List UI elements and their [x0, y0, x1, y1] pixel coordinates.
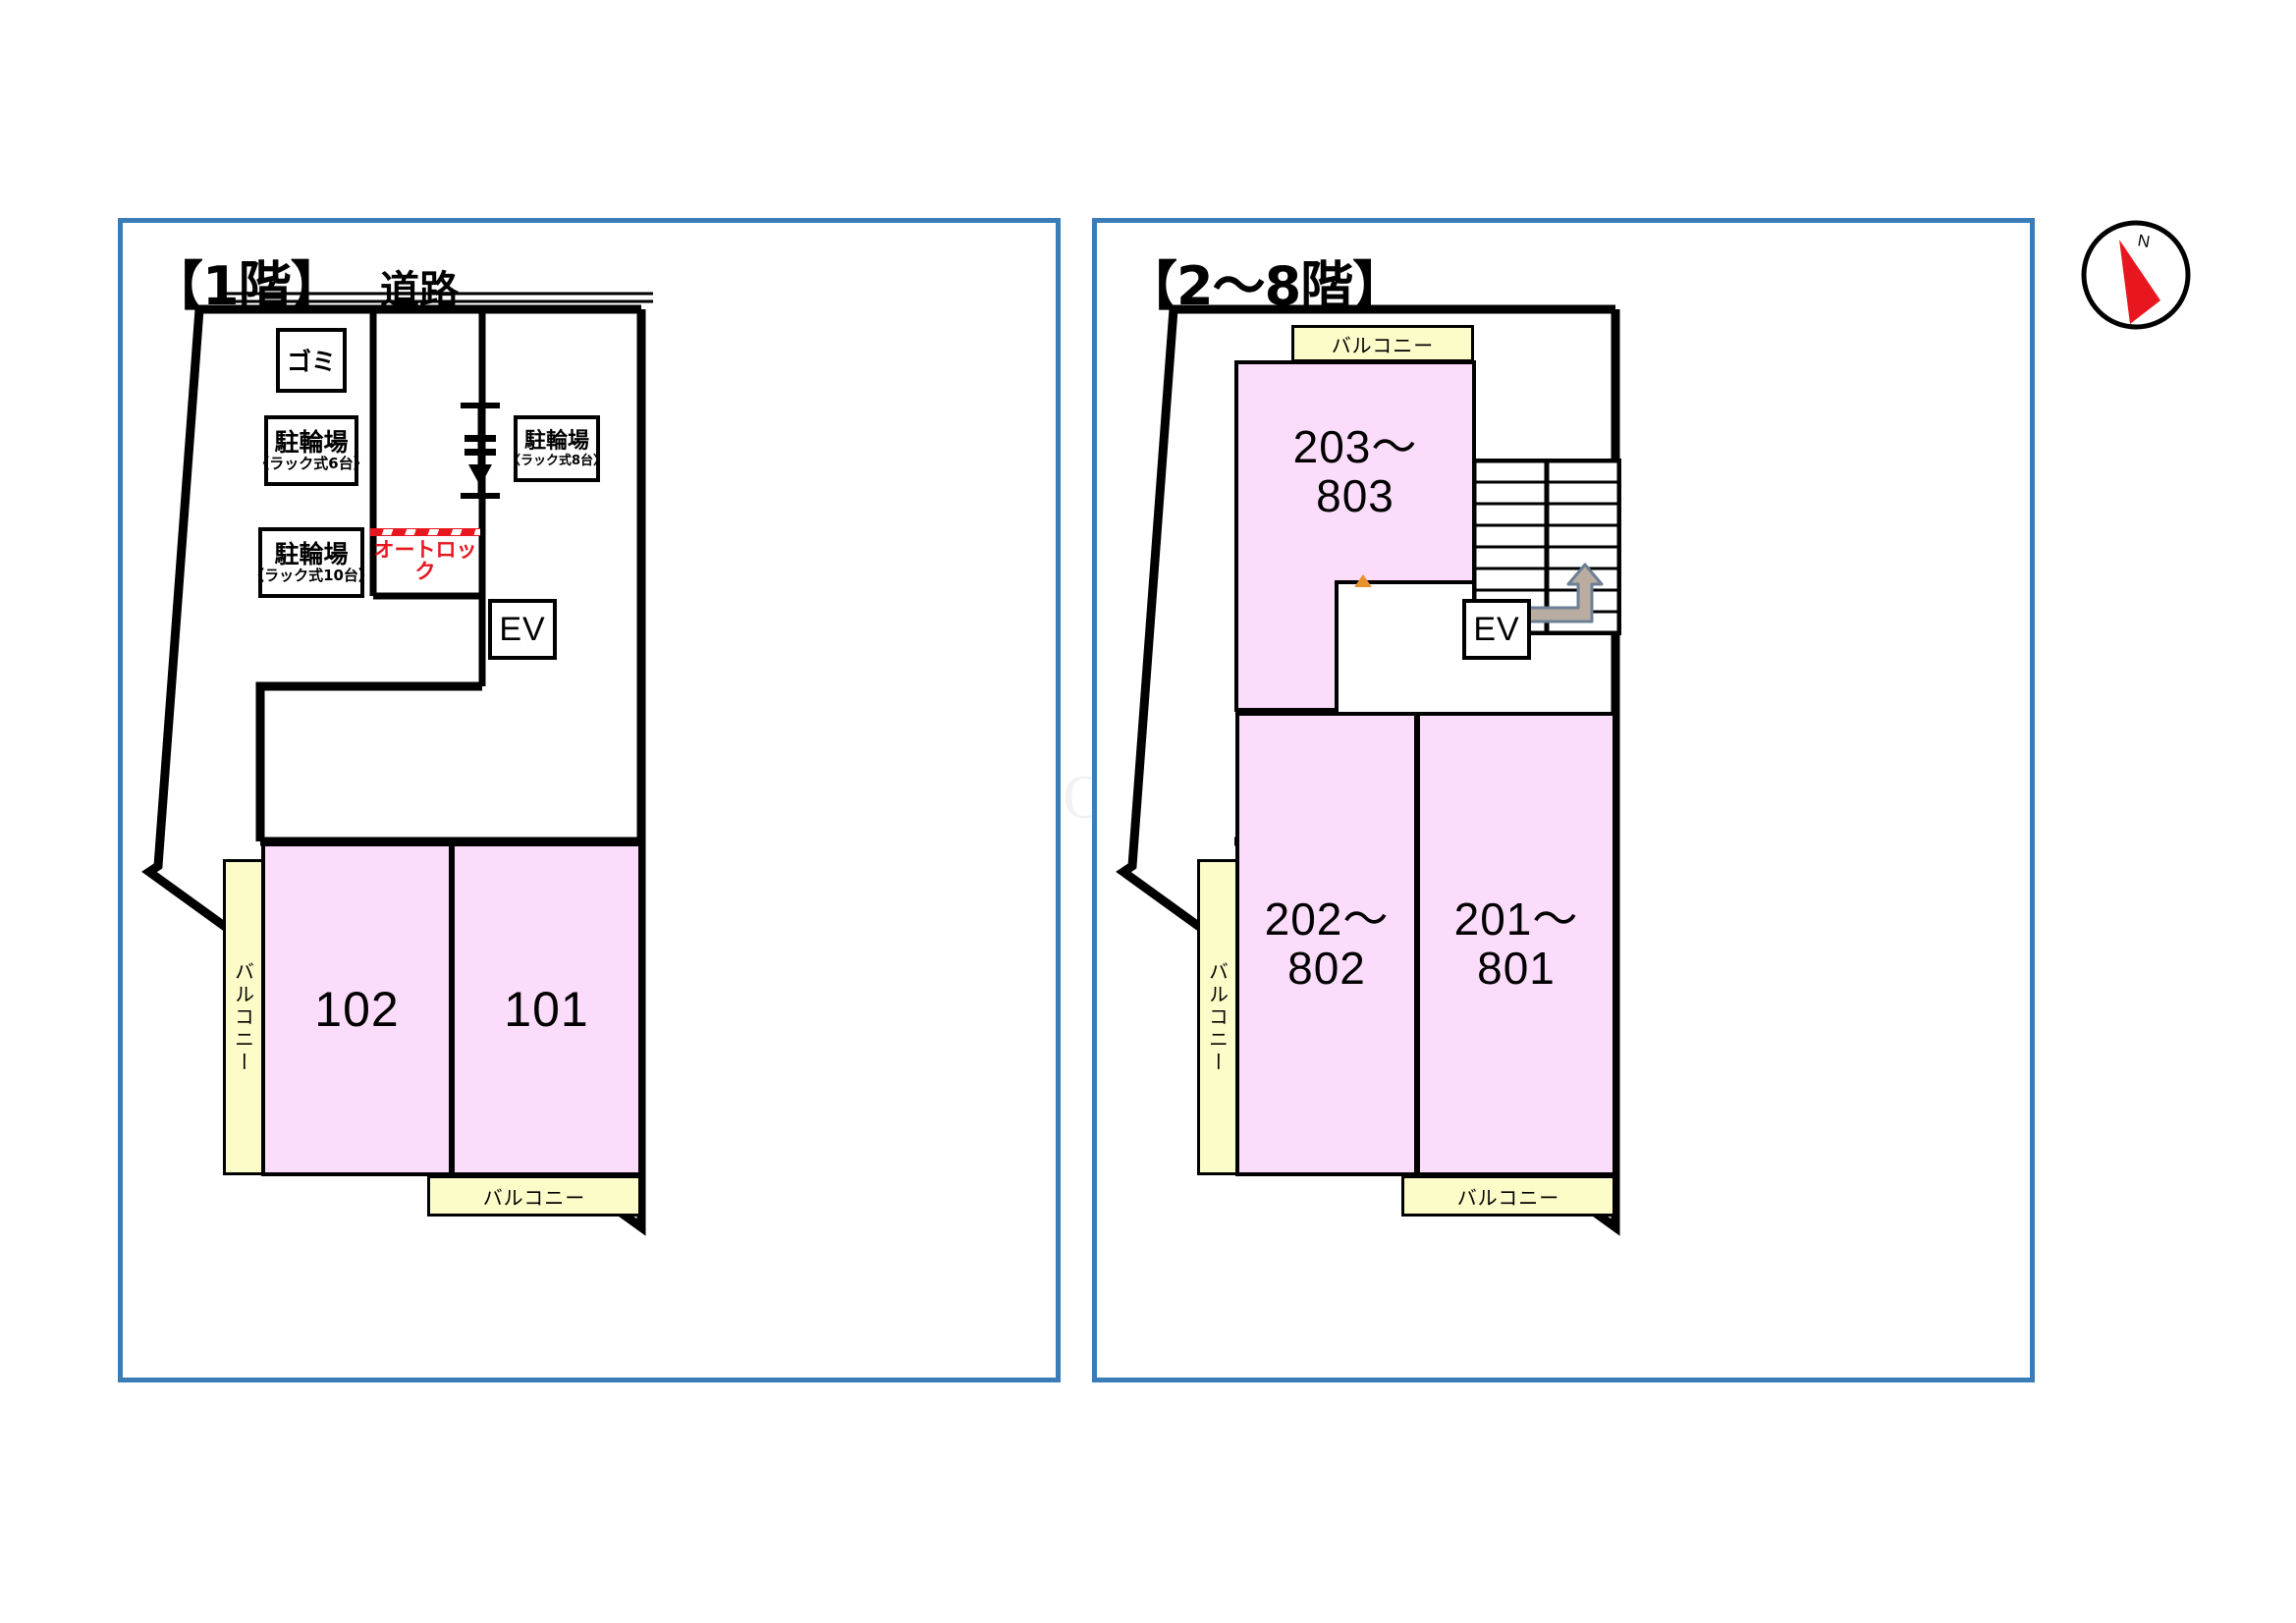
unit-101-label: 101 — [504, 982, 589, 1037]
balcony-south-floor-1-label: バルコニー — [482, 1185, 586, 1210]
unit-203-803-line1: 203～ — [1292, 421, 1418, 473]
unit-201-801-line2: 801 — [1477, 942, 1556, 994]
bicycle-parking-6-box: 駐輪場 〈ラック式6台〉 — [254, 415, 368, 486]
bicycle-parking-10-label: 駐輪場 — [274, 540, 349, 568]
panel-floor-2-8: 【2～8階】 バルコニー 203～ 803 — [1092, 218, 2035, 1382]
bicycle-parking-10-sub: 〈ラック式10台〉 — [249, 567, 373, 584]
unit-203-803: 203～ 803 — [1234, 360, 1476, 584]
unit-202-802: 202～ 802 — [1235, 712, 1418, 1176]
unit-203-803-line2: 803 — [1316, 470, 1394, 521]
bicycle-parking-8-box: 駐輪場 〈ラック式8台〉 — [508, 415, 606, 482]
unit-203-803-leg — [1234, 580, 1339, 712]
unit-102: 102 — [261, 842, 453, 1176]
unit-201-801-line1: 201～ — [1453, 893, 1579, 945]
site-boundary-floor-1 — [141, 292, 653, 1236]
bicycle-parking-10-box: 駐輪場 〈ラック式10台〉 — [249, 527, 373, 598]
balcony-south-floor-1: バルコニー — [427, 1175, 641, 1217]
unit-202-802-label: 202～ 802 — [1264, 893, 1390, 994]
garbage-area-label: ゴミ — [286, 348, 336, 376]
compass-rose: N — [2070, 206, 2203, 339]
bicycle-parking-8-label: 駐輪場 — [523, 428, 589, 454]
staircase — [1472, 459, 1621, 635]
balcony-north-floor-2-8-label: バルコニー — [1331, 333, 1435, 357]
road-label: 道路 — [380, 268, 459, 313]
balcony-west-floor-1: バルコニー — [223, 859, 264, 1175]
unit-201-801-label: 201～ 801 — [1453, 893, 1579, 994]
balcony-west-floor-1-label: バルコニー — [231, 960, 255, 1074]
elevator-box-floor-1: EV — [488, 599, 557, 660]
unit-202-802-line2: 802 — [1287, 942, 1366, 994]
auto-lock-line — [370, 528, 480, 536]
balcony-south-floor-2-8: バルコニー — [1401, 1175, 1615, 1217]
elevator-box-floor-2-8: EV — [1462, 599, 1531, 660]
panel-floor-1: 【1階】 — [118, 218, 1061, 1382]
auto-lock-label: オートロック — [373, 538, 477, 584]
unit-202-802-line1: 202～ — [1264, 893, 1390, 945]
elevator-label-floor-1: EV — [499, 610, 546, 648]
balcony-west-floor-2-8: バルコニー — [1197, 859, 1238, 1175]
unit-101: 101 — [451, 842, 642, 1176]
garbage-area-box: ゴミ — [276, 328, 347, 393]
bicycle-parking-6-sub: 〈ラック式6台〉 — [254, 455, 368, 472]
entry-door-marker-icon — [1354, 574, 1372, 587]
balcony-south-floor-2-8-label: バルコニー — [1456, 1185, 1560, 1210]
elevator-label-floor-2-8: EV — [1473, 610, 1520, 648]
compass-north-label: N — [2136, 231, 2151, 251]
unit-203-803-label: 203～ 803 — [1292, 421, 1418, 521]
unit-203-803-seam — [1238, 580, 1335, 585]
bicycle-parking-6-label: 駐輪場 — [274, 428, 349, 457]
bicycle-parking-8-sub: 〈ラック式8台〉 — [507, 453, 607, 468]
entrance-direction-arrow-icon — [457, 402, 508, 500]
balcony-west-floor-2-8-label: バルコニー — [1205, 960, 1230, 1074]
unit-201-801: 201～ 801 — [1416, 712, 1616, 1176]
unit-102-label: 102 — [314, 982, 400, 1037]
balcony-north-floor-2-8: バルコニー — [1291, 325, 1474, 362]
